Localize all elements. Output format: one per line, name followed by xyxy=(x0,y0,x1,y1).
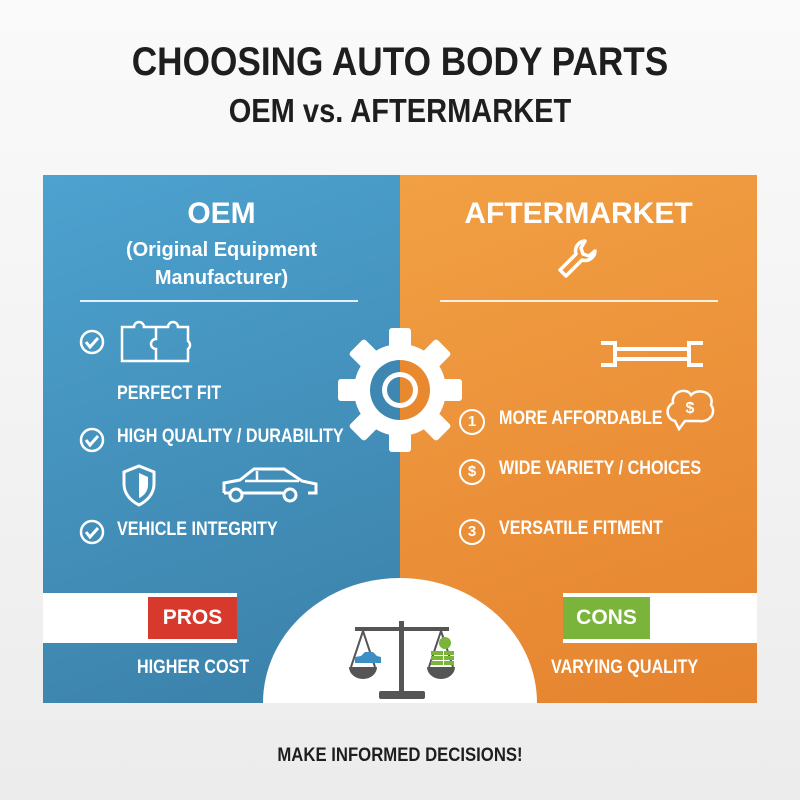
check-icon xyxy=(79,519,105,545)
car-icon xyxy=(355,652,381,663)
page-title: CHOOSING AUTO BODY PARTS xyxy=(131,40,669,84)
footer-callout: MAKE INFORMED DECISIONS! xyxy=(277,745,523,766)
oem-subheading-2: Manufacturer) xyxy=(154,267,289,289)
price-bubble-icon: $ xyxy=(666,389,715,432)
divider xyxy=(440,300,718,302)
aftermarket-item-variety: WIDE VARIETY / CHOICES xyxy=(499,458,702,479)
dollar-sign: $ xyxy=(686,400,695,417)
marker-1: 1 xyxy=(459,409,485,435)
marker-3: 3 xyxy=(459,519,485,545)
check-icon xyxy=(79,329,105,355)
oem-item-perfect-fit: PERFECT FIT xyxy=(117,383,222,404)
aftermarket-item-fitment: VERSATILE FITMENT xyxy=(499,518,663,539)
pros-tag: PROS xyxy=(148,597,237,639)
oem-subheading-1: (Original Equipment xyxy=(125,239,318,261)
oem-con-higher-cost: HIGHER COST xyxy=(137,657,250,678)
puzzle-icon xyxy=(120,320,192,363)
wrench-icon xyxy=(558,239,597,278)
balance-scale-icon xyxy=(349,621,455,699)
divider xyxy=(80,300,358,302)
oem-item-integrity: VEHICLE INTEGRITY xyxy=(117,519,278,540)
wrench-icon xyxy=(601,341,703,367)
oem-item-quality: HIGH QUALITY / DURABILITY xyxy=(117,426,344,447)
shield-icon xyxy=(122,464,156,507)
aftermarket-con-varying-quality: VARYING QUALITY xyxy=(551,657,699,678)
coins-icon xyxy=(431,637,454,665)
dollar-icon: $ xyxy=(459,459,485,485)
cons-tag: CONS xyxy=(563,597,650,639)
check-icon xyxy=(79,427,105,453)
comparison-panel: OEM (Original Equipment Manufacturer) AF… xyxy=(43,175,757,703)
page-subtitle: OEM vs. AFTERMARKET xyxy=(228,92,572,129)
gear-icon xyxy=(338,328,462,452)
aftermarket-item-affordable: MORE AFFORDABLE xyxy=(499,408,663,429)
car-icon xyxy=(222,467,318,503)
aftermarket-heading: AFTERMARKET xyxy=(464,197,693,230)
oem-heading: OEM xyxy=(187,197,256,230)
